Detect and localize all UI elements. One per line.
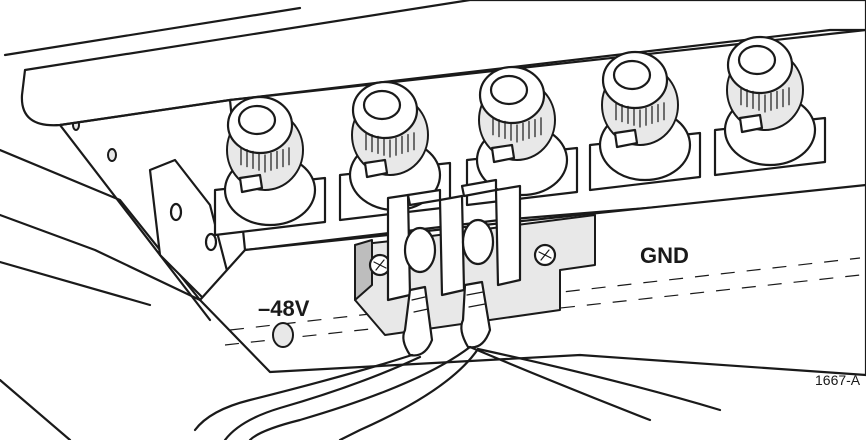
connector-1 (213, 95, 327, 237)
connector-tip (489, 74, 529, 106)
terminal-post-neg48v (403, 226, 437, 274)
mounting-hole (272, 322, 294, 348)
connector-tip (362, 89, 402, 121)
connector-latch (363, 158, 389, 179)
ring-lug-gnd (460, 280, 492, 349)
gnd-label: GND (640, 243, 689, 268)
mounting-bracket (0, 119, 234, 440)
connector-tip (612, 59, 652, 91)
bracket-hole-2 (204, 232, 218, 252)
connector-tip (737, 44, 777, 76)
terminal-post-gnd (461, 218, 495, 266)
neg48v-label: –48V (258, 296, 310, 321)
connector-4 (588, 50, 702, 192)
connector-latch (238, 173, 264, 194)
connector-latch (490, 143, 516, 164)
connector-tip (237, 104, 277, 136)
connector-5 (713, 35, 827, 177)
connector-latch (738, 113, 764, 134)
wire-harness (193, 280, 722, 440)
connector-latch (613, 128, 639, 149)
bracket-screw (107, 148, 117, 162)
bracket-hole-1 (169, 202, 183, 222)
figure-id: 1667-A (815, 372, 861, 388)
chassis-top-rail (3, 0, 866, 322)
